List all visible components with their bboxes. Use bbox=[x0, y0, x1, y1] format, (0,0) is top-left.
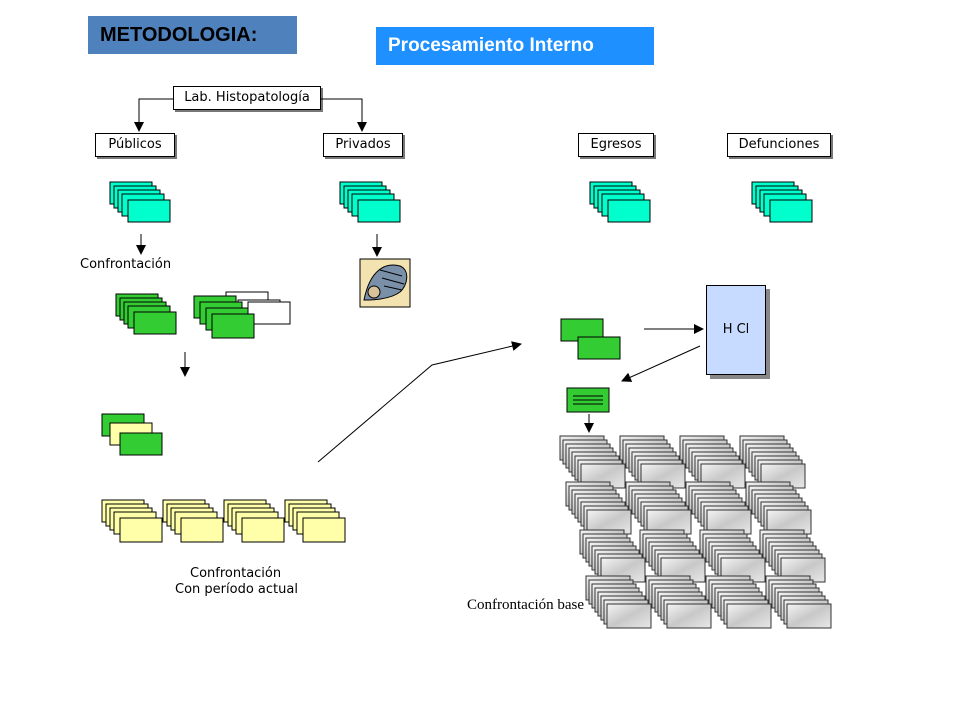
stack-mixed bbox=[101, 413, 163, 456]
database-block bbox=[559, 435, 832, 629]
database-card bbox=[606, 603, 652, 629]
privados-box: Privados bbox=[323, 133, 403, 157]
stack-publicos bbox=[109, 181, 171, 223]
confrontacion-base-label: Confrontación base bbox=[467, 597, 585, 613]
yellow-stacks bbox=[101, 499, 346, 543]
internal-processing-title: Procesamiento Interno bbox=[376, 27, 654, 65]
document-green bbox=[566, 387, 610, 413]
clipart-hand-icon bbox=[359, 258, 411, 308]
egresos-box: Egresos bbox=[578, 133, 654, 157]
stack-defunciones bbox=[751, 181, 813, 223]
connector-to-publicos bbox=[134, 98, 173, 132]
stack-green-left bbox=[115, 293, 177, 335]
publicos-box: Públicos bbox=[95, 133, 175, 157]
database-card bbox=[726, 603, 772, 629]
lab-histopatologia-box: Lab. Histopatología bbox=[173, 86, 321, 110]
confrontacion-periodo-line2: Con período actual bbox=[175, 582, 298, 597]
stack-privados bbox=[339, 181, 401, 223]
database-card bbox=[786, 603, 832, 629]
stack-green-right bbox=[560, 318, 621, 360]
defunciones-box: Defunciones bbox=[727, 133, 831, 157]
stack-egresos bbox=[589, 181, 651, 223]
database-card bbox=[666, 603, 712, 629]
methodology-title: METODOLOGIA: bbox=[88, 16, 297, 54]
stack-green-white bbox=[193, 291, 291, 339]
connector-to-right bbox=[317, 341, 522, 463]
connector-to-privados bbox=[321, 98, 367, 132]
confrontacion-label: Confrontación bbox=[80, 257, 172, 272]
hcl-box: H Cl bbox=[706, 285, 766, 375]
arrow-from-hcl bbox=[621, 345, 701, 382]
confrontacion-periodo-line1: Confrontación bbox=[190, 566, 282, 581]
